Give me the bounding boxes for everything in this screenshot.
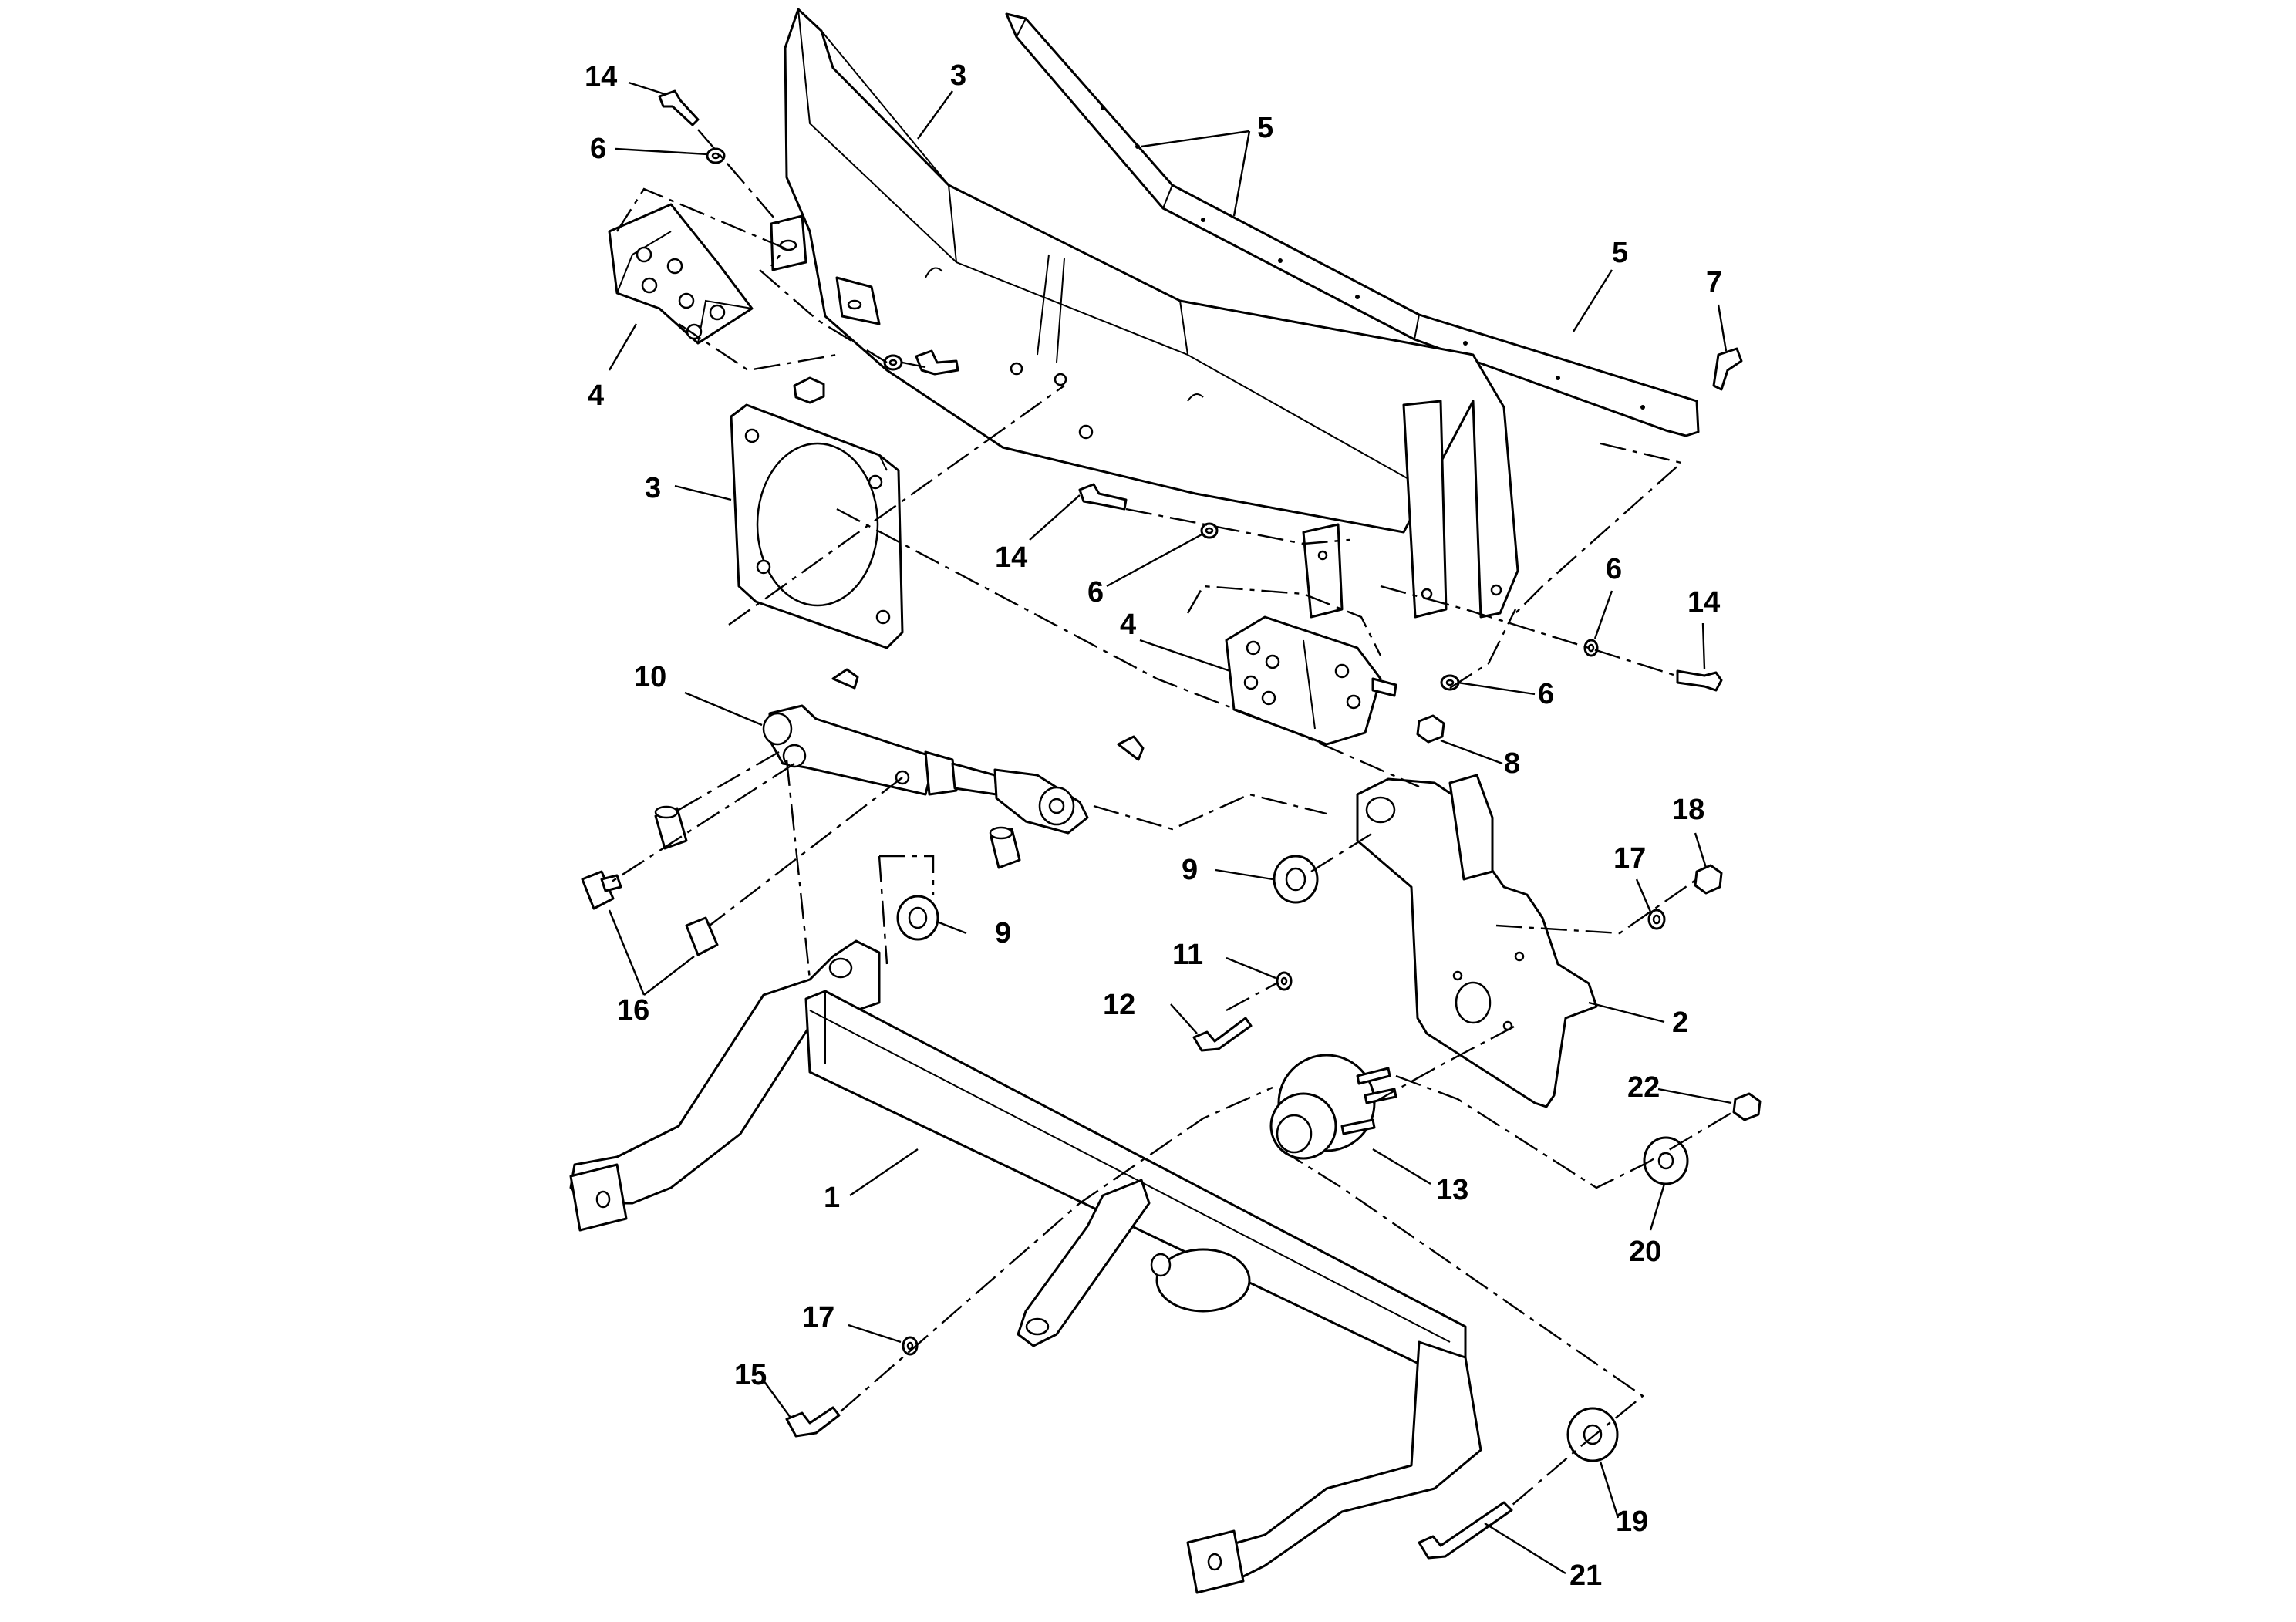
part-retaining-clip-left: [831, 668, 859, 690]
part-7-screw: [1712, 347, 1743, 391]
callout-9: 9: [995, 917, 1011, 949]
part-3-front-bumper-channel: [770, 8, 1519, 619]
callout-2: 2: [1672, 1007, 1688, 1039]
part-3-square-flange-plate: [730, 403, 904, 649]
part-6-washer-center: [1200, 522, 1219, 539]
callout-18: 18: [1672, 794, 1704, 826]
callout-1: 1: [824, 1182, 840, 1214]
callout-14: 14: [1687, 586, 1720, 619]
part-bolt-mid-left: [915, 349, 959, 376]
callout-6: 6: [1087, 576, 1104, 609]
callout-9: 9: [1182, 854, 1198, 886]
part-22-nut: [1732, 1092, 1762, 1121]
part-9-bushing-lower: [896, 895, 939, 941]
callout-7: 7: [1706, 266, 1722, 298]
part-4-upper-mount-bracket: [608, 203, 754, 345]
callout-14: 14: [995, 541, 1027, 574]
part-13-wheel-hub: [1269, 1054, 1397, 1160]
callout-5: 5: [1612, 237, 1628, 269]
part-retaining-clip-right: [1117, 735, 1145, 761]
part-10-hydraulic-cylinder: [762, 704, 1089, 835]
callout-17: 17: [802, 1301, 834, 1334]
callout-17: 17: [1613, 842, 1646, 875]
callout-15: 15: [734, 1359, 767, 1391]
callout-13: 13: [1436, 1174, 1468, 1206]
callout-3: 3: [645, 472, 661, 504]
callout-6: 6: [1538, 678, 1554, 710]
part-6-washer-right: [1583, 639, 1599, 657]
part-14-bolt-center: [1078, 483, 1128, 511]
part-21-long-bolt: [1418, 1501, 1513, 1560]
callout-12: 12: [1103, 989, 1135, 1021]
part-nut-flange: [793, 376, 825, 404]
part-pin-left: [654, 805, 688, 850]
callout-5: 5: [1257, 112, 1273, 144]
part-2-mounting-plate: [1356, 774, 1598, 1108]
part-11-washer: [1276, 971, 1293, 991]
part-9-bushing-upper: [1273, 855, 1319, 904]
callout-4: 4: [1120, 609, 1136, 641]
part-5-angle-strip: [1005, 12, 1700, 437]
callout-19: 19: [1616, 1506, 1648, 1538]
part-12-bolt: [1192, 1017, 1253, 1052]
part-6-washer-mid-left: [883, 354, 903, 371]
assembly-centerlines: [609, 129, 1736, 1506]
leader-lines: [608, 81, 1732, 1575]
callout-3: 3: [950, 59, 966, 92]
callout-11: 11: [1172, 939, 1203, 971]
part-14-bolt-right: [1676, 669, 1723, 692]
callout-22: 22: [1627, 1071, 1660, 1104]
callout-8: 8: [1504, 747, 1520, 780]
part-18-nut: [1694, 864, 1723, 895]
part-8-nut: [1416, 714, 1445, 744]
callout-14: 14: [585, 61, 617, 93]
callout-4: 4: [588, 379, 604, 412]
part-1-axle-frame: [569, 939, 1482, 1594]
callout-6: 6: [590, 133, 606, 165]
part-19-spacer: [1566, 1407, 1619, 1462]
callout-21: 21: [1569, 1560, 1602, 1592]
part-15-bolt: [785, 1406, 841, 1438]
part-16-grease-fitting-right: [685, 916, 719, 956]
part-20-spacer: [1643, 1136, 1689, 1185]
callout-6: 6: [1606, 553, 1622, 585]
callout-10: 10: [634, 661, 666, 693]
callout-16: 16: [617, 994, 649, 1027]
callout-labels: 14 6 3 5 5 7 4 3 14 6 6 14 4 6 8 10 18 1…: [585, 59, 1722, 1592]
part-16-grease-fitting-left: [581, 870, 622, 910]
part-14-bolt-top-left: [658, 89, 700, 126]
part-pin-right: [989, 826, 1021, 869]
part-17-washer-right: [1647, 909, 1666, 930]
callout-20: 20: [1629, 1236, 1661, 1268]
